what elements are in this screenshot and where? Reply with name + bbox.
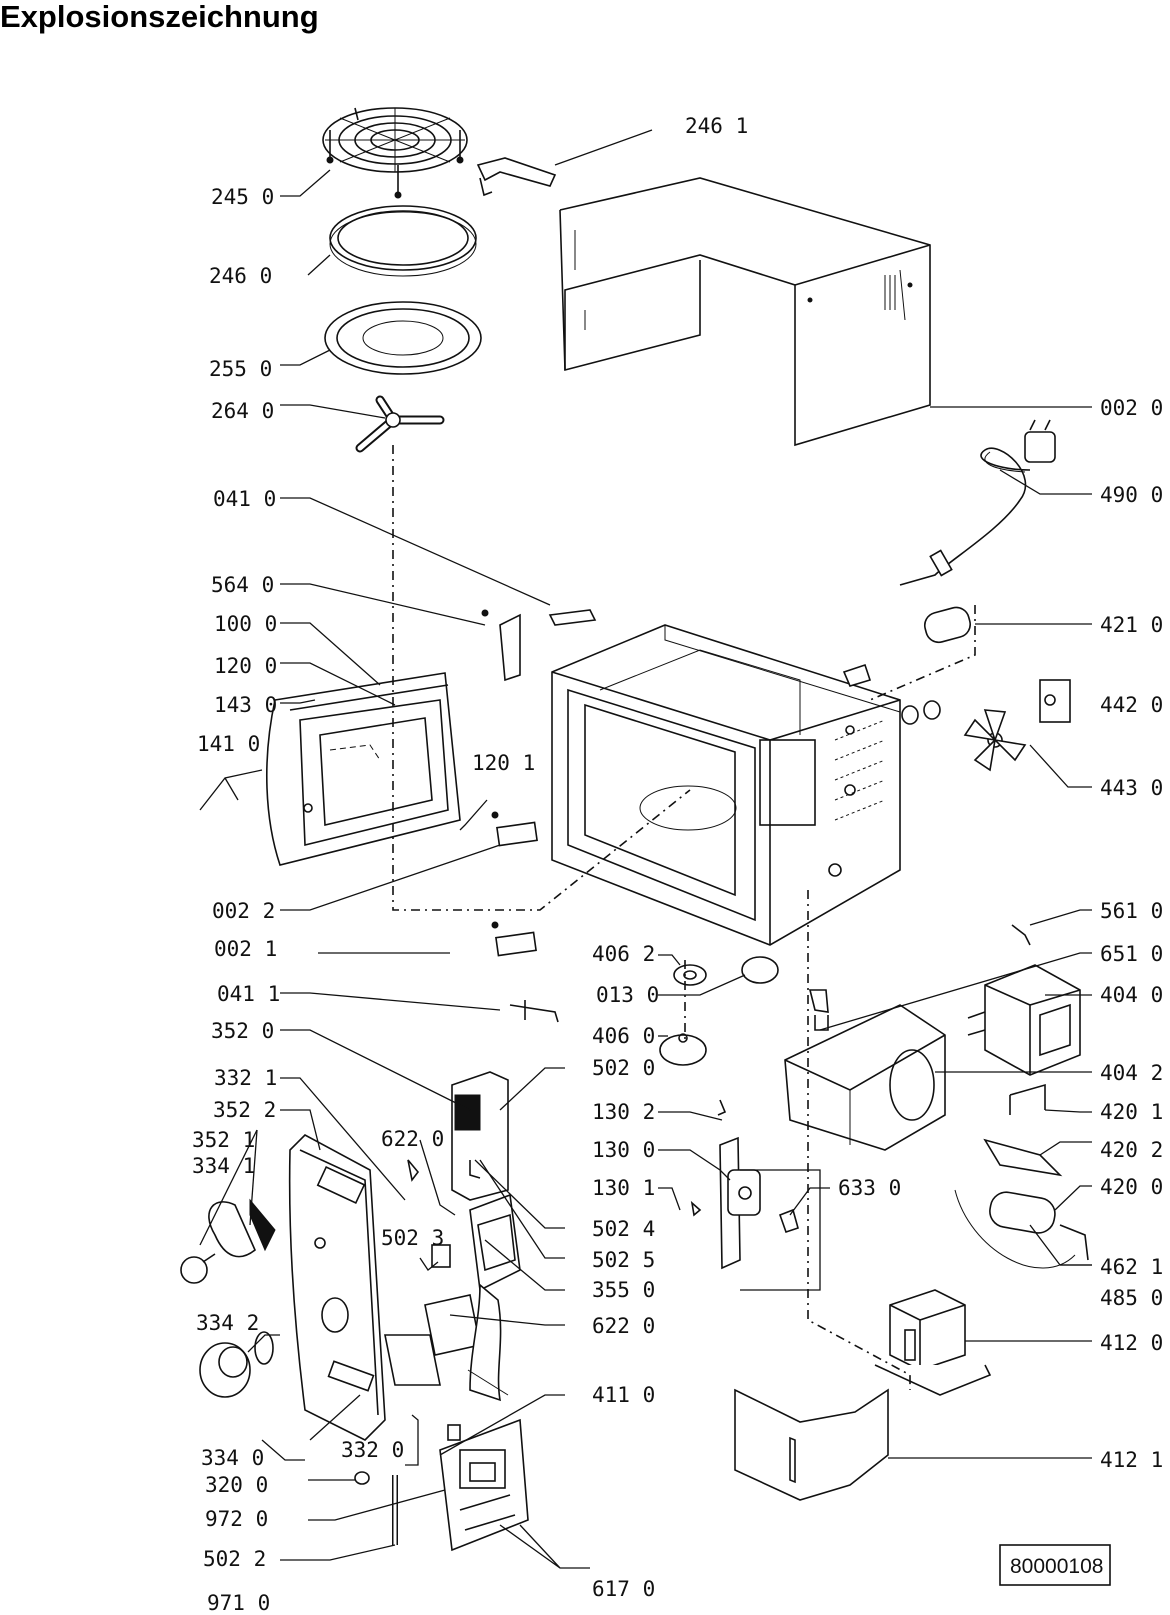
label-617-0: 617 0 xyxy=(592,1577,655,1601)
label-041-0: 041 0 xyxy=(213,487,276,511)
label-041-1: 041 1 xyxy=(217,982,280,1006)
leader-lines xyxy=(199,129,1092,1569)
page-title: Explosionszeichnung xyxy=(0,0,319,34)
label-442-0: 442 0 xyxy=(1100,693,1163,717)
label-420-0: 420 0 xyxy=(1100,1175,1163,1199)
label-502-0: 502 0 xyxy=(592,1056,655,1080)
part-glass-turntable xyxy=(324,301,482,375)
label-421-0: 421 0 xyxy=(1100,613,1163,637)
part-outer-cabinet xyxy=(559,177,931,447)
label-334-1: 334 1 xyxy=(192,1154,255,1178)
label-633-0: 633 0 xyxy=(838,1176,901,1200)
label-246-0: 246 0 xyxy=(209,264,272,288)
part-timer-knob xyxy=(180,1198,276,1284)
label-412-0: 412 0 xyxy=(1100,1331,1163,1355)
label-404-2: 404 2 xyxy=(1100,1061,1163,1085)
part-hv-capacitor xyxy=(954,1083,1089,1269)
part-fan-motor xyxy=(901,606,1071,772)
label-622-0-b: 622 0 xyxy=(592,1314,655,1338)
part-grill-bracket xyxy=(476,157,557,197)
label-245-0: 245 0 xyxy=(211,185,274,209)
label-972-0: 972 0 xyxy=(205,1507,268,1531)
label-406-2: 406 2 xyxy=(592,942,655,966)
label-013-0: 013 0 xyxy=(596,983,659,1007)
label-334-0: 334 0 xyxy=(201,1446,264,1470)
label-490-0: 490 0 xyxy=(1100,483,1163,507)
label-502-3: 502 3 xyxy=(381,1226,444,1250)
part-air-guide xyxy=(784,1004,946,1151)
label-352-2: 352 2 xyxy=(213,1098,276,1122)
centerline-transformer xyxy=(807,890,911,1390)
label-502-5: 502 5 xyxy=(592,1248,655,1272)
label-564-0: 564 0 xyxy=(211,573,274,597)
part-fuse xyxy=(354,1471,398,1545)
label-002-2: 002 2 xyxy=(212,899,275,923)
label-420-1: 420 1 xyxy=(1100,1100,1163,1124)
label-100-0: 100 0 xyxy=(214,612,277,636)
part-base-shield xyxy=(734,1388,889,1501)
part-hinges xyxy=(481,609,1031,1023)
part-power-knob xyxy=(199,1331,274,1398)
centerline-turntable xyxy=(392,445,691,911)
label-334-2: 334 2 xyxy=(196,1311,259,1335)
drawing-number-stamp: 80000108 xyxy=(999,1544,1111,1586)
label-120-0: 120 0 xyxy=(214,654,277,678)
centerline-capacitor xyxy=(869,605,976,701)
part-magnetron xyxy=(967,964,1081,1076)
label-502-2: 502 2 xyxy=(203,1547,266,1571)
label-130-2: 130 2 xyxy=(592,1100,655,1124)
label-130-1: 130 1 xyxy=(592,1176,655,1200)
part-door xyxy=(266,672,461,866)
label-320-0: 320 0 xyxy=(205,1473,268,1497)
label-462-1: 462 1 xyxy=(1100,1255,1163,1279)
label-561-0: 561 0 xyxy=(1100,899,1163,923)
label-246-1: 246 1 xyxy=(685,114,748,138)
label-485-0: 485 0 xyxy=(1100,1286,1163,1310)
part-control-panel xyxy=(288,1134,386,1441)
label-130-0: 130 0 xyxy=(592,1138,655,1162)
label-971-0: 971 0 xyxy=(207,1591,270,1615)
label-411-0: 411 0 xyxy=(592,1383,655,1407)
part-ribbon-cable xyxy=(467,1283,509,1402)
part-turntable-motor xyxy=(659,956,779,1066)
label-002-0: 002 0 xyxy=(1100,396,1163,420)
part-oven-cavity xyxy=(551,624,901,946)
label-443-0: 443 0 xyxy=(1100,776,1163,800)
label-002-1: 002 1 xyxy=(214,937,277,961)
label-412-1: 412 1 xyxy=(1100,1448,1163,1472)
label-622-0-a: 622 0 xyxy=(381,1127,444,1151)
label-120-1: 120 1 xyxy=(472,751,535,775)
label-332-1: 332 1 xyxy=(214,1066,277,1090)
part-hv-transformer xyxy=(874,1289,992,1396)
label-332-0: 332 0 xyxy=(341,1438,404,1462)
label-143-0: 143 0 xyxy=(214,693,277,717)
part-power-cord xyxy=(899,419,1056,586)
label-502-4: 502 4 xyxy=(592,1217,655,1241)
part-lamp-and-bracket xyxy=(808,989,829,1031)
part-labels: 246 1 245 0 246 0 255 0 264 0 002 0 490 … xyxy=(192,114,1163,1615)
part-roller-ring xyxy=(329,205,477,277)
part-grill-rack xyxy=(322,107,468,199)
label-352-0: 352 0 xyxy=(211,1019,274,1043)
label-264-0: 264 0 xyxy=(211,399,274,423)
label-355-0: 355 0 xyxy=(592,1278,655,1302)
label-352-1: 352 1 xyxy=(192,1128,255,1152)
part-interlock-switches xyxy=(690,1099,799,1270)
label-404-0: 404 0 xyxy=(1100,983,1163,1007)
label-141-0: 141 0 xyxy=(197,732,260,756)
label-420-2: 420 2 xyxy=(1100,1138,1163,1162)
drawing-number: 80000108 xyxy=(1010,1555,1103,1578)
label-255-0: 255 0 xyxy=(209,357,272,381)
part-control-board xyxy=(384,1071,521,1386)
label-651-0: 651 0 xyxy=(1100,942,1163,966)
label-406-0: 406 0 xyxy=(592,1024,655,1048)
part-main-pcb xyxy=(439,1418,529,1552)
part-turntable-coupler xyxy=(355,395,445,453)
